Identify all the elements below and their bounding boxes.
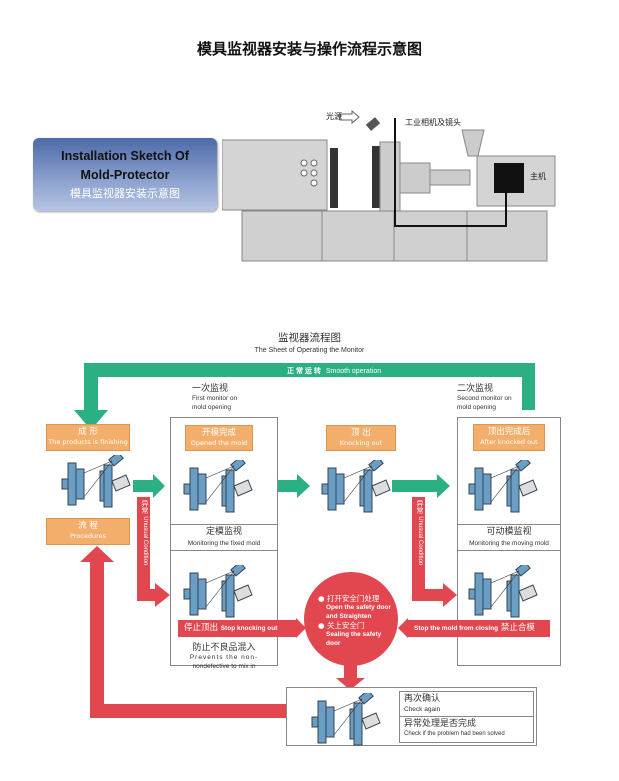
green-loop-arrow xyxy=(74,363,535,430)
solved-cn: 异常处理是否完成 xyxy=(404,719,477,729)
fixed-mold-section: 定模监视 Monitoring the fixed mold xyxy=(171,524,277,551)
second-en1: Second monitor on xyxy=(457,395,512,402)
host-label: 主机 xyxy=(530,172,546,181)
mold-camera-illustration xyxy=(468,565,538,618)
close-door-en2: door xyxy=(326,640,341,647)
opened-en: Opened the mold xyxy=(190,439,248,447)
smooth-en: Smooth operation xyxy=(325,368,382,375)
mold-camera-illustration xyxy=(321,460,391,513)
check-cn: 再次确认 xyxy=(404,694,441,704)
fixed-cn: 定模监视 xyxy=(205,527,242,537)
prevent-cn: 防止不良品混入 xyxy=(192,643,256,653)
prevent-en2: nondefective to mix in xyxy=(192,663,256,670)
install-en-1: Installation Sketch Of xyxy=(61,149,189,163)
second-cn: 二次监视 xyxy=(457,384,494,394)
open-door-en1: Open the safety door xyxy=(326,604,392,611)
light-source-label: 光源 xyxy=(326,112,342,121)
first-en2: mold opening xyxy=(192,404,232,411)
prevent-en1: Prevents the non- xyxy=(189,654,259,661)
unusual-en: Unusual Condition xyxy=(417,516,423,566)
injection-machine-illustration xyxy=(222,109,556,262)
camera-label: 工业相机及镜头 xyxy=(405,118,461,127)
after-en: After knocked out xyxy=(480,438,538,446)
safety-door-circle: ● 打开安全门处理 Open the safety door and Strai… xyxy=(304,572,398,666)
first-monitor-heading: 一次监视 First monitor on mold opening xyxy=(192,381,237,412)
smooth-operation-label: 正 常 运 转 Smooth operation xyxy=(287,367,381,376)
after-cn: 顶出完成后 xyxy=(487,427,531,437)
first-cn: 一次监视 xyxy=(192,384,229,394)
unusual-cn: 异常 xyxy=(141,500,149,514)
green-step-arrows xyxy=(133,474,450,498)
forming-en: The products is finishing xyxy=(48,438,128,446)
mold-camera-illustration xyxy=(183,565,253,618)
smooth-cn: 正 常 运 转 xyxy=(287,368,321,375)
mold-camera-illustration xyxy=(183,460,253,513)
opened-cn: 开模完成 xyxy=(201,428,236,438)
first-en1: First monitor on xyxy=(192,395,238,402)
red-arrows xyxy=(80,497,457,718)
page-title: 模具监视器安装与操作流程示意图 xyxy=(196,40,422,58)
stop-knocking-label: 停止顶出 Stop knocking out xyxy=(178,620,296,637)
procedures-cn: 流 程 xyxy=(78,521,98,531)
check-text-box: 再次确认 Check again 异常处理是否完成 Check if the p… xyxy=(399,691,534,743)
moving-en: Monitoring the moving mold xyxy=(469,540,549,547)
mold-camera-illustration xyxy=(61,455,131,508)
install-en-2: Mold-Protector xyxy=(80,168,170,182)
stop-close-cn: 禁止合模 xyxy=(500,623,535,633)
open-door-en2: and Straighten xyxy=(326,613,372,620)
close-door-cn: 关上安全门 xyxy=(326,621,365,630)
moving-mold-section: 可动模监视 Monitoring the moving mold xyxy=(458,524,560,551)
flow-title: 监视器流程图 xyxy=(278,332,341,344)
knocking-cn: 顶 出 xyxy=(351,428,371,438)
forming-cn: 成 形 xyxy=(78,427,98,437)
moving-cn: 可动模监视 xyxy=(486,527,532,537)
unusual-label-right: 异常 Unusual Condition xyxy=(413,500,425,565)
mold-camera-illustration xyxy=(468,460,538,513)
prevent-text: 防止不良品混入 Prevents the non- nondefective t… xyxy=(171,640,277,671)
open-door-cn: 打开安全门处理 xyxy=(326,594,380,603)
stop-knock-cn: 停止顶出 xyxy=(184,623,219,633)
flow-subtitle: The Sheet of Operating the Monitor xyxy=(254,347,365,354)
close-door-en1: Sealing the safety xyxy=(326,631,382,638)
fixed-en: Monitoring the fixed mold xyxy=(187,540,261,547)
second-en2: mold opening xyxy=(457,404,497,411)
stop-knock-en: Stop knocking out xyxy=(220,625,278,632)
stop-close-en: Stop the mold from closing xyxy=(414,625,499,632)
install-cn: 模具监视器安装示意图 xyxy=(70,187,180,200)
stop-closing-label: Stop the mold from closing 禁止合模 xyxy=(408,620,550,637)
unusual-label-left: 异常 Unusual Condition xyxy=(138,500,150,565)
solved-en: Check if the problem had been solved xyxy=(404,731,505,737)
mold-camera-illustration xyxy=(311,693,381,746)
unusual-en: Unusual Condition xyxy=(142,516,148,566)
second-monitor-heading: 二次监视 Second monitor on mold opening xyxy=(457,381,512,412)
check-en: Check again xyxy=(404,706,441,713)
procedures-en: Procedures xyxy=(69,532,107,540)
installation-label: Installation Sketch Of Mold-Protector 模具… xyxy=(33,138,217,211)
knocking-en: Knocking out xyxy=(339,439,383,447)
unusual-cn: 异常 xyxy=(416,500,424,514)
